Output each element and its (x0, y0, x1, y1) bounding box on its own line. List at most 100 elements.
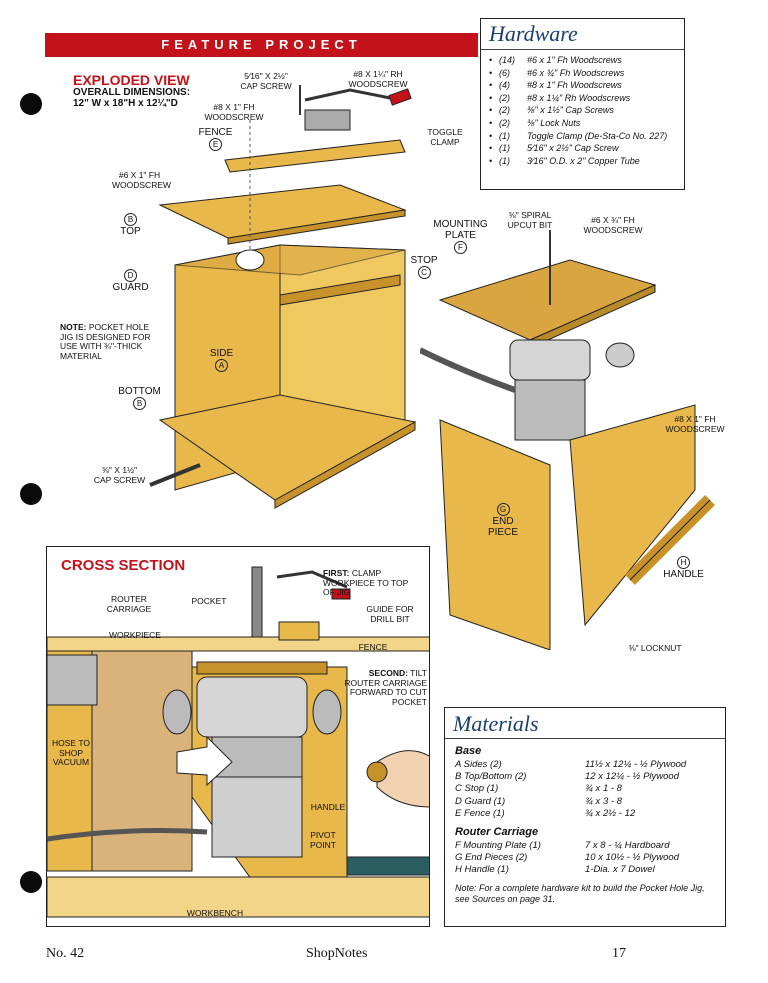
label-workbench: WORKBENCH (186, 908, 244, 918)
material-size: 12 x 12¼ - ½ Plywood (585, 771, 679, 783)
hardware-qty: (1) (499, 130, 510, 141)
materials-title: Materials (445, 708, 725, 739)
exploded-view-illustration (149, 85, 417, 509)
hardware-item: • (1) 3⁄16" O.D. x 2" Copper Tube (489, 155, 684, 168)
exploded-title: EXPLODED VIEW (73, 72, 190, 88)
hardware-desc: #6 x ¾" Fh Woodscrews (527, 67, 625, 78)
materials-router-heading: Router Carriage (455, 826, 539, 839)
hardware-list: •(14)#6 x 1" Fh Woodscrews•(6)#6 x ¾" Fh… (489, 54, 684, 167)
dims-value: 12" W x 18"H x 12¼"D (73, 98, 178, 109)
bottom-text: BOTTOM (118, 386, 161, 397)
cross-section-illustration (47, 566, 429, 918)
bullet: • (489, 117, 493, 128)
hardware-qty: (4) (499, 80, 510, 91)
material-row: F Mounting Plate (1)7 x 8 - ¼ Hardboard (455, 840, 725, 852)
guard-letter: D (124, 269, 137, 282)
label-fh8-right: #8 x 1" Fh WOODSCREW (665, 414, 725, 434)
top-text: TOP (120, 226, 141, 237)
material-part: E Fence (1) (455, 807, 505, 819)
end-piece-letter: G (496, 503, 510, 516)
hardware-desc: Toggle Clamp (De-Sta-Co No. 227) (527, 130, 668, 141)
material-row: B Top/Bottom (2) 12 x 12¼ - ½ Plywood (455, 771, 725, 783)
binder-hole (20, 93, 42, 115)
material-row: G End Pieces (2)10 x 10½ - ½ Plywood (455, 852, 725, 864)
hardware-box: Hardware •(14)#6 x 1" Fh Woodscrews•(6)#… (480, 18, 685, 190)
guard-text: GUARD (112, 282, 149, 293)
hardware-item: •(2)#8 x 1¼" Rh Woodscrews (489, 92, 684, 105)
bullet: • (489, 143, 493, 154)
material-row: D Guard (1)¾ x 3 - 8 (455, 796, 725, 808)
label-router-carriage: ROUTER CARRIAGE (106, 594, 152, 614)
second-bold: SECOND: (368, 668, 408, 678)
hardware-item: •(2)⅜" Lock Nuts (489, 117, 684, 130)
bullet: • (489, 55, 493, 65)
hardware-qty: (14) (499, 55, 516, 65)
toggle-clamp-drawing (299, 85, 412, 131)
bullet: • (489, 130, 493, 141)
bullet: • (489, 92, 493, 103)
material-part: C Stop (1) (455, 783, 499, 795)
feature-project-banner: FEATURE PROJECT (45, 33, 478, 57)
cross-section-title: CROSS SECTION (61, 557, 186, 574)
footer-magazine: ShopNotes (306, 946, 368, 961)
label-pocket: POCKET (191, 596, 227, 606)
material-size: 7 x 8 - ¼ Hardboard (585, 840, 670, 852)
label-spiral-bit: ⅜" SPIRAL UPCUT BIT (507, 210, 553, 230)
side-text: SIDE (209, 348, 234, 359)
materials-note: Note: For a complete hardware kit to bui… (455, 882, 705, 904)
material-row: E Fence (1)¾ x 2½ - 12 (455, 808, 725, 820)
bullet: • (489, 67, 493, 78)
fence-letter: E (209, 138, 222, 151)
label-rh-screw: #8 x 1¼" Rh WOODSCREW (348, 69, 408, 89)
material-row: A Sides (2) 11½ x 12¼ - ½ Plywood (455, 759, 725, 771)
note-text: POCKET HOLE JIG IS DESIGNED FOR USE WITH… (60, 322, 151, 361)
label-note: NOTE: POCKET HOLE JIG IS DESIGNED FOR US… (60, 322, 152, 361)
label-hose: HOSE TO SHOP VACUUM (52, 738, 90, 767)
hardware-desc: #6 x 1" Fh Woodscrews (527, 55, 622, 65)
bullet: • (489, 80, 493, 91)
material-part: A Sides (2) (455, 759, 502, 770)
materials-box: Materials Base A Sides (2)11½ x 12¼ - ½ … (444, 707, 726, 927)
label-workpiece: WORKPIECE (109, 630, 161, 640)
cross-section-panel: CROSS SECTION ROUTER CARRIAGE POCKET FIR… (46, 546, 430, 927)
hardware-qty: (2) (499, 105, 510, 116)
side-letter: A (215, 359, 228, 372)
handle-letter: H (677, 556, 690, 569)
material-size: 10 x 10½ - ½ Plywood (585, 852, 679, 864)
label-fh8-top: #8 x 1" Fh WOODSCREW (204, 102, 264, 122)
label-capscrew-top: 5⁄16" x 2½" CAP SCREW (240, 71, 292, 91)
bullet: • (489, 105, 493, 116)
note-bold: NOTE: (60, 322, 87, 332)
material-part: H Handle (1) (455, 864, 509, 876)
mount-text: MOUNTING PLATE (433, 219, 488, 241)
handle-text: HANDLE (663, 569, 704, 580)
label-fh6-right: #6 x ¾" Fh WOODSCREW (583, 215, 643, 235)
hardware-desc: 3⁄16" O.D. x 2" Copper Tube (527, 155, 640, 166)
hardware-item: • (14) #6 x 1" Fh Woodscrews (489, 54, 684, 67)
material-size: 11½ x 12¼ - ½ Plywood (585, 759, 687, 770)
bullet: • (489, 155, 493, 166)
material-size: ¾ x 1 - 8 (585, 783, 622, 795)
material-size: 1-Dia. x 7 Dowel (585, 864, 655, 876)
label-handle-cs: HANDLE (310, 802, 346, 812)
hardware-qty: (2) (499, 92, 510, 103)
material-part: B Top/Bottom (2) (455, 771, 527, 783)
first-bold: FIRST: (323, 568, 350, 578)
label-capscrew-bottom: ⅜" x 1½" CAP SCREW (93, 465, 146, 485)
hardware-item: • (1) Toggle Clamp (De-Sta-Co No. 227) (489, 130, 684, 143)
label-guide: GUIDE FOR DRILL BIT (366, 604, 414, 624)
hardware-item: •(2)⅜" x 1½" Cap Screws (489, 104, 684, 117)
hardware-item: •(1)5⁄16" x 2½" Cap Screw (489, 142, 684, 155)
hardware-qty: (1) (499, 155, 510, 166)
material-size: ¾ x 3 - 8 (585, 795, 622, 807)
label-fence-cs: FENCE (358, 642, 388, 652)
